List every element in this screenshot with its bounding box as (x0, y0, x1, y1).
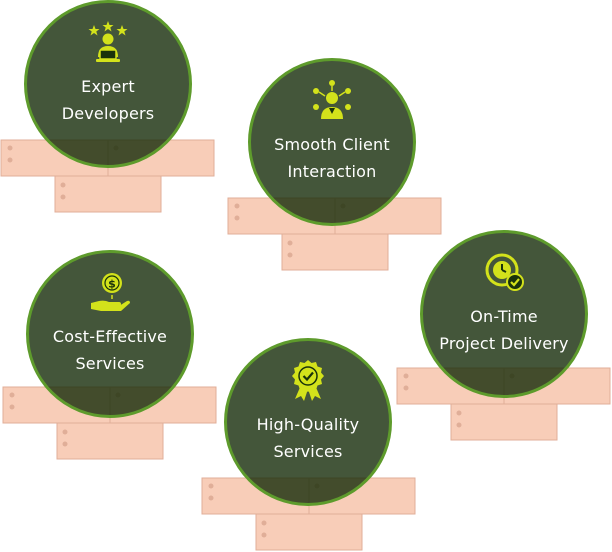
card-cost-effective-services: $ Cost-Effective Services (2, 250, 232, 480)
expert-developer-icon (88, 21, 128, 62)
clock-check-icon (485, 253, 524, 291)
client-network-icon (313, 80, 351, 119)
card-title-line2: Services (75, 354, 145, 373)
svg-text:$: $ (108, 278, 116, 291)
card-label: On-Time Project Delivery (439, 303, 568, 357)
card-title-line2: Interaction (287, 162, 377, 181)
card-smooth-client-interaction: Smooth Client Interaction (226, 58, 456, 288)
card-title-line2: Services (273, 442, 343, 461)
badge: Expert Developers (24, 0, 192, 168)
card-on-time-project-delivery: On-Time Project Delivery (396, 230, 612, 460)
quality-badge-icon (292, 360, 324, 401)
card-label: Smooth Client Interaction (274, 131, 390, 185)
card-title-line2: Developers (61, 104, 155, 123)
card-title-line1: Smooth Client (274, 135, 390, 154)
badge: High-Quality Services (224, 338, 392, 506)
card-title-line2: Project Delivery (439, 334, 569, 353)
badge: Smooth Client Interaction (248, 58, 416, 226)
card-title-line1: High-Quality (256, 415, 360, 434)
card-label: Cost-Effective Services (53, 323, 167, 377)
card-expert-developers: Expert Developers (0, 0, 230, 230)
badge: On-Time Project Delivery (420, 230, 588, 398)
card-title-line1: Cost-Effective (52, 327, 168, 346)
badge: $ Cost-Effective Services (26, 250, 194, 418)
card-title-line1: On-Time (470, 307, 538, 326)
card-label: Expert Developers (62, 73, 155, 127)
card-high-quality-services: High-Quality Services (200, 338, 430, 552)
card-label: High-Quality Services (257, 411, 360, 465)
money-hand-icon: $ (91, 273, 130, 311)
card-title-line1: Expert (81, 77, 135, 96)
